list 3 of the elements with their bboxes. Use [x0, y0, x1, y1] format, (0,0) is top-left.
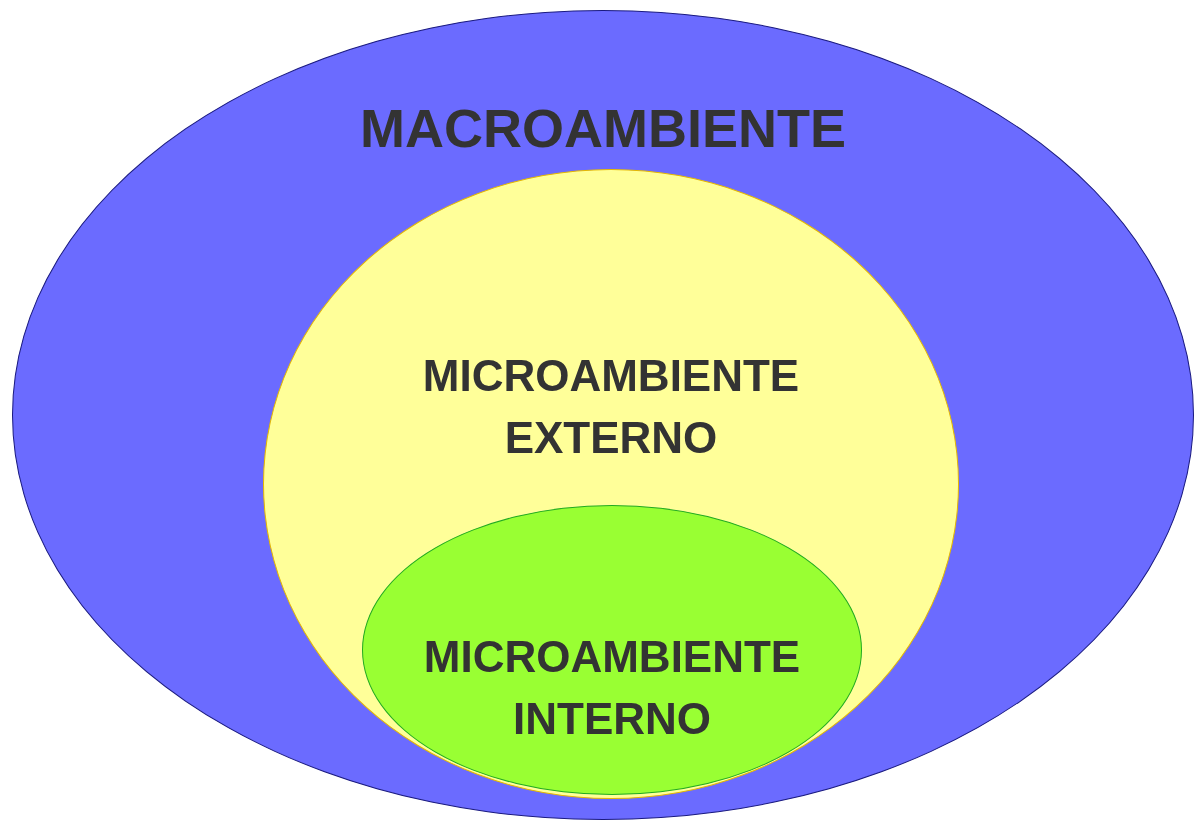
node-label: MACROAMBIENTE — [359, 97, 847, 160]
node-label: MICROAMBIENTE INTERNO — [422, 631, 802, 745]
node-label: MICROAMBIENTE EXTERNO — [421, 350, 801, 464]
